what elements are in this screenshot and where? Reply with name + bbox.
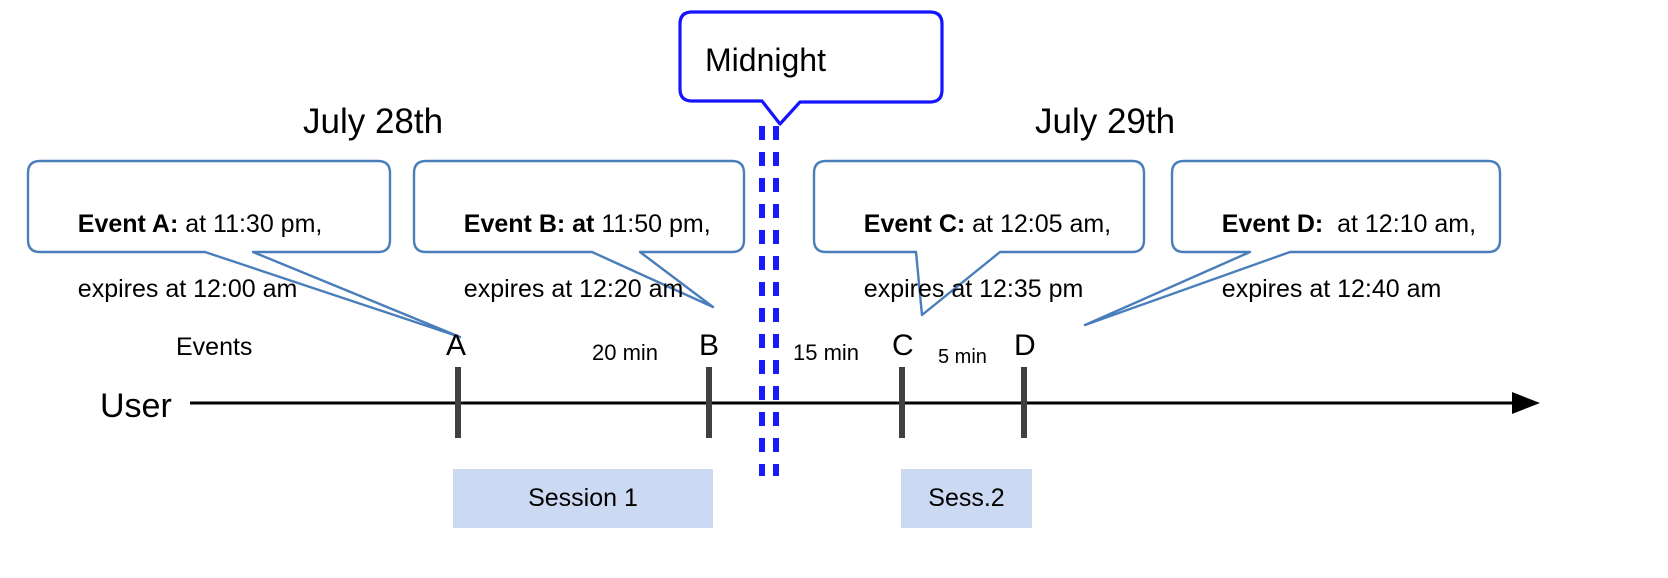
gap-label-bc: 15 min xyxy=(793,340,860,365)
event-a-line2: expires at 12:00 am xyxy=(77,274,298,303)
event-a-rest: at 11:30 pm, xyxy=(178,209,323,238)
session-2-label: Sess.2 xyxy=(928,484,1005,512)
gap-label-ab: 20 min xyxy=(592,340,659,365)
event-d-callout-text: Event D: at 12:10 am, expires at 12:40 a… xyxy=(1194,175,1494,338)
marker-label-a: A xyxy=(446,329,467,362)
event-c-callout-shape xyxy=(812,159,1146,317)
timeline-arrowhead xyxy=(1512,392,1540,414)
gap-label-cd: 5 min xyxy=(938,346,987,368)
midnight-callout-shape xyxy=(678,10,944,126)
session-box-1: Session 1 xyxy=(453,469,713,528)
event-a-callout-text: Event A: at 11:30 pm, expires at 12:00 a… xyxy=(50,175,380,338)
event-c-line2: expires at 12:35 pm xyxy=(863,274,1084,303)
event-b-callout-text: Event B: at 11:50 pm, expires at 12:20 a… xyxy=(436,175,736,338)
event-d-line2: expires at 12:40 am xyxy=(1221,274,1442,303)
session-box-2: Sess.2 xyxy=(901,469,1032,528)
event-d-rest: at 12:10 am, xyxy=(1323,209,1477,238)
events-row-label: Events xyxy=(176,333,253,361)
event-d-callout-shape xyxy=(1083,159,1502,327)
date-label-july-28: July 28th xyxy=(303,102,444,141)
event-c-bold: Event C: xyxy=(863,209,966,238)
user-row-label: User xyxy=(100,387,172,425)
marker-label-c: C xyxy=(892,329,914,362)
date-label-july-29: July 29th xyxy=(1035,102,1176,141)
event-d-bold: Event D: xyxy=(1221,209,1324,238)
event-b-bold: Event B: at xyxy=(463,209,595,238)
event-a-callout-shape xyxy=(26,159,462,339)
event-a-bold: Event A: xyxy=(77,209,179,238)
marker-label-d: D xyxy=(1014,329,1036,362)
event-c-rest: at 12:05 am, xyxy=(965,209,1112,238)
event-b-rest: 11:50 pm, xyxy=(594,209,711,238)
midnight-label: Midnight xyxy=(705,42,826,78)
marker-label-b: B xyxy=(699,329,720,362)
event-b-line2: expires at 12:20 am xyxy=(463,274,684,303)
session-1-label: Session 1 xyxy=(528,484,638,512)
event-b-callout-shape xyxy=(412,159,746,309)
event-c-callout-text: Event C: at 12:05 am, expires at 12:35 p… xyxy=(836,175,1136,338)
